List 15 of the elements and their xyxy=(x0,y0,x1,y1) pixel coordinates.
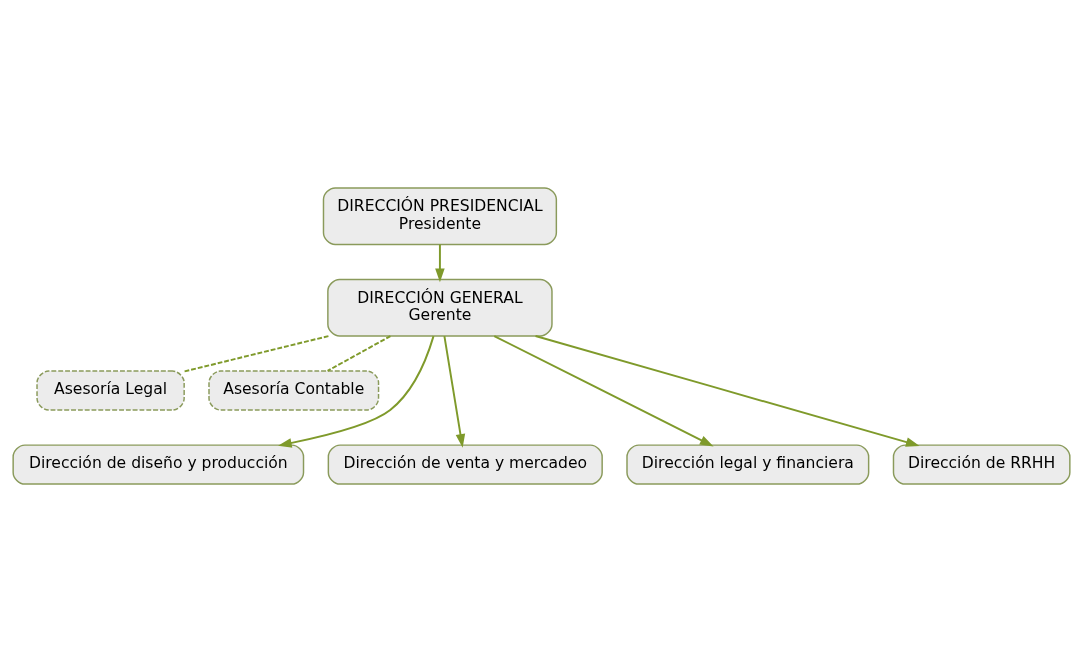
node-box: Dirección legal y financiera xyxy=(626,443,870,485)
node-box: Asesoría Contable xyxy=(208,369,380,411)
node-box: Asesoría Legal xyxy=(36,369,185,411)
connector xyxy=(326,334,392,372)
connector xyxy=(183,334,330,372)
arrow xyxy=(493,334,714,446)
node-box: DIRECCIÓN PRESIDENCIAL Presidente xyxy=(322,186,558,245)
node-box: Dirección de venta y mercadeo xyxy=(327,443,603,485)
node-box: Dirección de RRHH xyxy=(892,443,1071,485)
arrow xyxy=(534,334,920,447)
node-box: Dirección de diseño y producción xyxy=(12,443,305,485)
node-box: DIRECCIÓN GENERAL Gerente xyxy=(327,278,553,337)
arrow xyxy=(443,334,466,448)
arrow xyxy=(278,334,435,448)
arrow xyxy=(435,243,445,282)
